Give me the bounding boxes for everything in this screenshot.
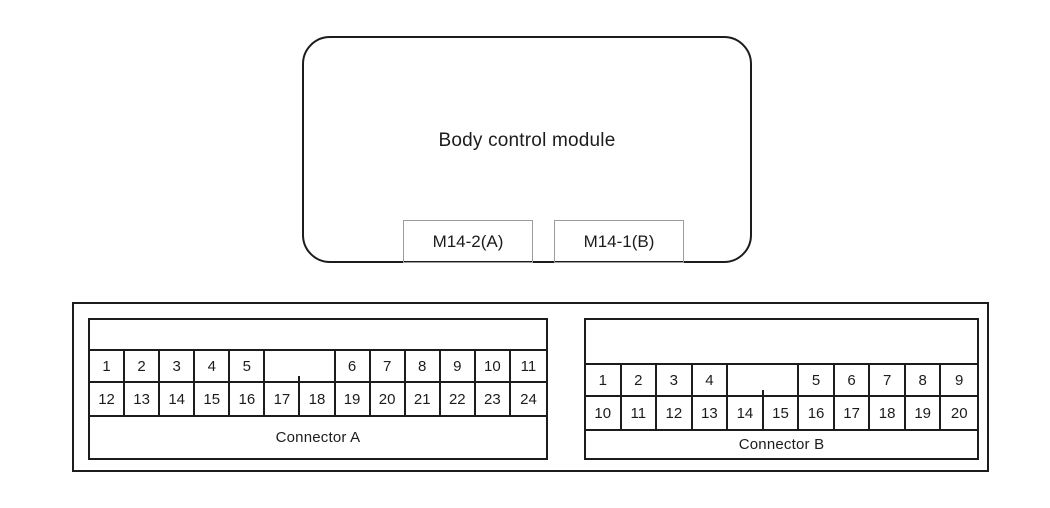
pin-cell: 3	[657, 365, 693, 397]
pin-cell: 5	[230, 351, 266, 383]
pin-cell: 12	[657, 397, 693, 429]
pin-cell: 18	[870, 397, 906, 429]
pin-cell: 16	[799, 397, 835, 429]
pin-cell: 4	[692, 365, 729, 397]
pin-cell: 20	[371, 383, 406, 415]
pin-cell: 1	[586, 365, 622, 397]
pin-cell: 1	[90, 351, 126, 383]
pin-cell: 4	[195, 351, 231, 383]
pin-cell: 8	[905, 365, 942, 397]
pin-cell: 10	[475, 351, 511, 383]
pin-cell: 6	[834, 365, 871, 397]
pin-cell: 22	[441, 383, 476, 415]
pin-cell: 8	[405, 351, 441, 383]
pin-cell: 20	[950, 404, 968, 422]
pin-cell: 2	[621, 365, 658, 397]
pin-cell: 14	[728, 397, 764, 429]
pin-cell: 11	[510, 351, 546, 383]
pin-cell: 11	[622, 397, 658, 429]
pin-cell: 14	[160, 383, 196, 415]
pin-cell: 19	[336, 383, 371, 415]
connector-a-label: Connector A	[90, 415, 546, 458]
pin-cell: 9	[941, 365, 977, 397]
connector-b-header-strip	[586, 320, 977, 365]
pin-cell: 21	[406, 383, 441, 415]
pin-cell: 13	[125, 383, 161, 415]
pin-cell: 2	[125, 351, 161, 383]
pin-cell: 18	[300, 383, 336, 415]
pin-cell: 24	[520, 390, 537, 408]
pin-cell: 19	[906, 397, 942, 429]
pin-cell: 16	[230, 383, 266, 415]
pin-cell: 12	[90, 383, 126, 415]
pin-cell: 13	[693, 397, 729, 429]
pin-cell: 3	[160, 351, 196, 383]
key-slot	[728, 365, 800, 397]
pin-cell: 7	[370, 351, 406, 383]
connector-a-tag: M14-2(A)	[403, 220, 533, 263]
connector-a-header-strip	[90, 320, 546, 351]
pin-cell: 17	[835, 397, 871, 429]
key-slot	[265, 351, 336, 383]
pin-cell: 7	[870, 365, 906, 397]
module-title: Body control module	[438, 130, 616, 151]
pin-cell: 23	[476, 383, 511, 415]
connector-b-tag: M14-1(B)	[554, 220, 684, 263]
pin-cell: 5	[799, 365, 835, 397]
connector-b-label: Connector B	[586, 429, 977, 458]
pin-cell: 6	[335, 351, 371, 383]
pin-cell: 15	[764, 397, 800, 429]
pin-cell: 15	[195, 383, 231, 415]
body-control-module-box: Body control module	[302, 36, 752, 263]
pin-cell: 9	[440, 351, 476, 383]
pin-cell: 17	[265, 383, 301, 415]
pin-cell: 10	[586, 397, 622, 429]
